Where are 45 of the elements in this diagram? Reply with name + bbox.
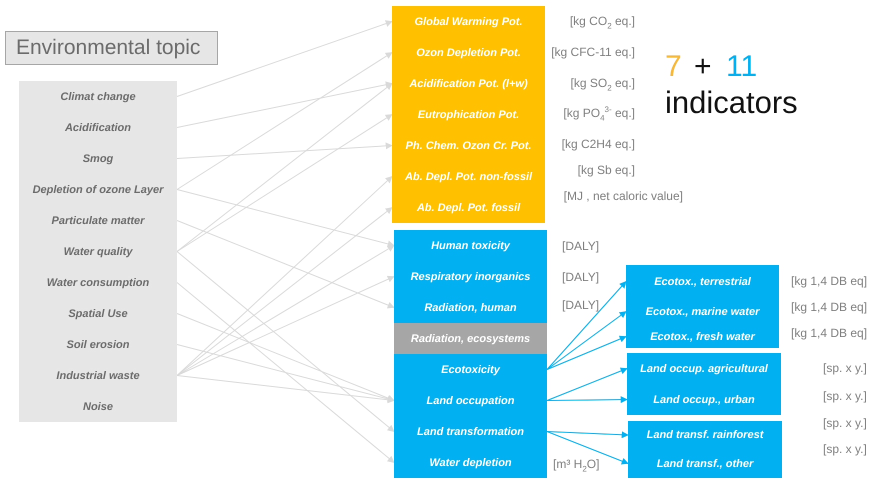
unit-label: [kg SO$_{2}$ eq.] — [570, 75, 635, 91]
unit-label: [kg C2H4 eq.] — [562, 136, 635, 152]
unit-label: [DALY] — [562, 238, 600, 254]
count-number: 11 — [726, 50, 758, 83]
arrow — [176, 282, 395, 463]
arrow — [176, 20, 393, 97]
count-number: 7 — [665, 50, 682, 83]
heading-box: Environmental topic — [5, 31, 218, 65]
indicator-item: Radiation, ecosystems — [394, 323, 547, 354]
unit-label: [MJ , net caloric value] — [564, 188, 683, 204]
unit-label: [sp. x y.] — [823, 441, 867, 457]
arrow — [176, 276, 395, 376]
arrow — [546, 431, 629, 438]
unit-label: [kg CFC-11 eq.] — [551, 44, 635, 60]
arrow — [176, 251, 395, 432]
unit-label: [sp. x y.] — [823, 360, 867, 376]
unit-label: [sp. x y.] — [823, 415, 867, 431]
arrow — [176, 83, 393, 252]
unit-label: [kg 1,4 DB eq] — [791, 299, 868, 315]
arrow — [176, 220, 395, 308]
unit-label: [kg 1,4 DB eq] — [791, 325, 868, 341]
plus-sign: + — [694, 50, 712, 83]
unit-label: [kg PO$_{4}$$^{3-}$ eq.] — [563, 105, 635, 121]
unit-label: [kg 1,4 DB eq] — [791, 273, 868, 289]
unit-label: [DALY] — [562, 297, 600, 313]
arrow — [176, 189, 395, 248]
indicators-text: indicators — [665, 86, 798, 120]
arrow — [546, 280, 626, 370]
arrow — [176, 176, 393, 376]
unit-label: [m³ H$_{2}$O] — [553, 456, 600, 472]
arrow — [176, 114, 393, 252]
arrow — [546, 431, 629, 464]
arrow — [176, 142, 393, 159]
unit-label: [kg Sb eq.] — [578, 162, 635, 178]
unit-label: [kg CO$_{2}$ eq.] — [570, 13, 635, 29]
arrow — [176, 313, 395, 402]
arrow — [176, 52, 393, 190]
arrow — [546, 336, 627, 370]
arrow — [546, 368, 628, 401]
arrow — [546, 311, 627, 370]
unit-label: [sp. x y.] — [823, 388, 867, 404]
arrow — [546, 396, 628, 404]
arrow — [176, 81, 393, 128]
arrow — [176, 375, 395, 404]
unit-label: [DALY] — [562, 269, 600, 285]
